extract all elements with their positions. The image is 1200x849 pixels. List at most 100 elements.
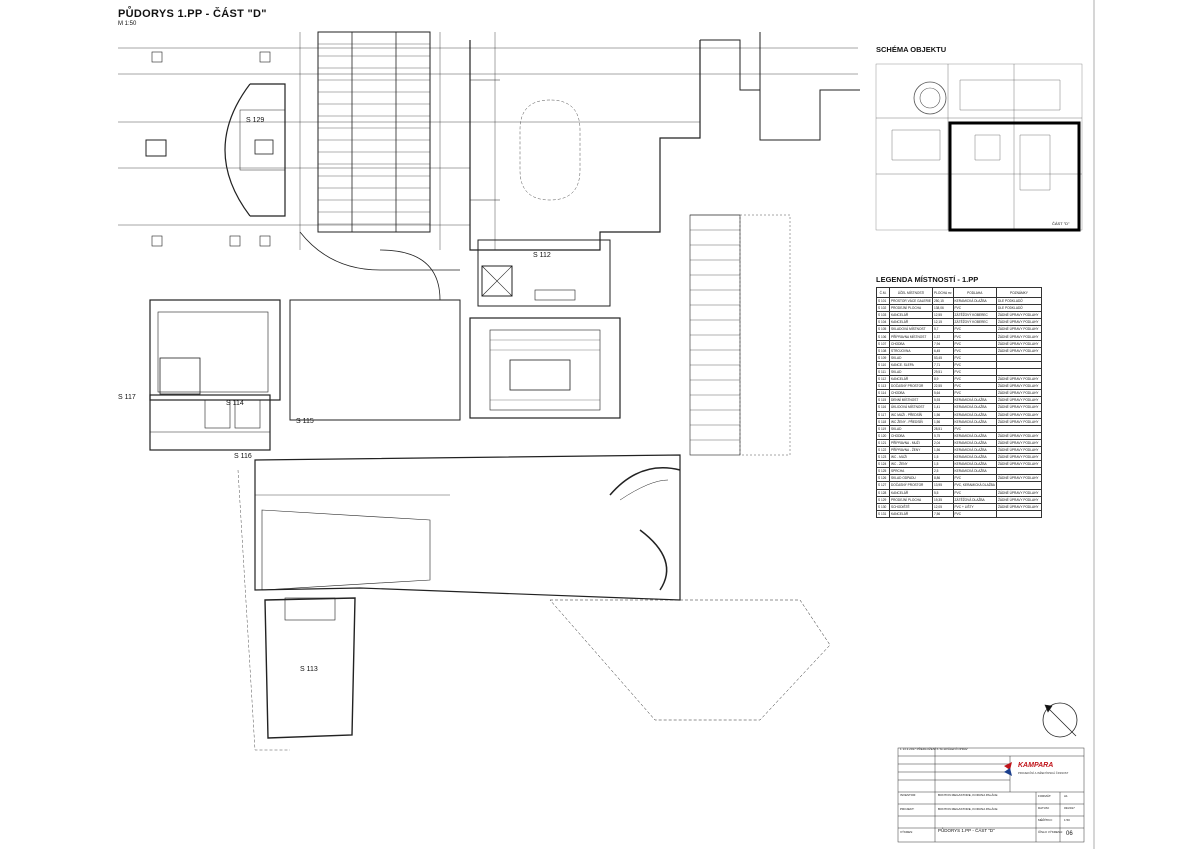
legend-cell: PRODEJNÍ PLOCHA: [889, 304, 933, 313]
legend-cell: 1,56: [932, 445, 954, 455]
legend-cell: PVC: [952, 353, 997, 362]
legend-cell: ŽÁDNÉ ÚPRAVY PODLAHY: [995, 431, 1043, 440]
legend-cell: ZÁTĚŽOVÝ KOBEREC: [952, 311, 997, 320]
legend-cell: [995, 481, 1043, 490]
legend-cell: S 120: [876, 431, 890, 440]
legend-header-cell: PODLAHA: [952, 287, 997, 298]
legend-cell: PVC: [952, 389, 997, 398]
legend-cell: SKLAD: [889, 424, 933, 433]
legend-cell: PROSTOR VÁCE GALERIE: [889, 296, 933, 306]
legend-cell: SCHODIŠTĚ: [889, 502, 933, 511]
revision-note: 1 13.3.2017 PŘEDLOŽENÍ K SCHVÁLENÍ OPRAV: [900, 747, 968, 751]
legend-cell: 1,41: [932, 403, 954, 412]
legend-cell: KERAMICKÁ DLAŽBA: [952, 296, 997, 306]
legend-cell: 28,51: [932, 424, 954, 433]
legend-header-cell: ÚČEL MÍSTNOSTI: [889, 287, 933, 298]
legend-cell: 5,93: [932, 396, 954, 405]
legend-cell: ŽÁDNÉ ÚPRAVY PODLAHY: [995, 332, 1043, 341]
legend-cell: PŘÍPRAVNA - MUŽI: [889, 438, 933, 447]
legend-cell: 7,71: [932, 360, 954, 369]
legend-cell: PVC: [952, 360, 997, 369]
legend-header-cell: POZNÁMKY: [995, 287, 1043, 298]
schema-part-label: ČÁST "D": [1052, 221, 1070, 226]
legend-cell: 19,35: [932, 495, 954, 504]
legend-cell: S 117: [876, 410, 890, 419]
legend-cell: SPRCHA: [889, 467, 933, 476]
legend-cell: KERAMICKÁ DLAŽBA: [952, 396, 997, 405]
investor-label: INVESTOR:: [900, 793, 917, 797]
legend-cell: PVC: [952, 424, 997, 433]
legend-cell: 1,5: [932, 460, 954, 469]
legend-cell: PRODEJNÍ PLOCHA: [889, 495, 933, 504]
legend-cell: PVC, KERAMICKÁ DLAŽBA: [952, 481, 997, 490]
legend-cell: 5,75: [932, 431, 954, 440]
sheet-label: ČÍSLO VÝKRESU:: [1038, 830, 1064, 834]
legend-cell: ŽÁDNÉ ÚPRAVY PODLAHY: [995, 325, 1043, 334]
legend-cell: [995, 360, 1043, 369]
legend-cell: 250,15: [932, 296, 954, 306]
legend-cell: PVC: [952, 304, 997, 313]
drawing-name-label: VÝKRES:: [900, 830, 914, 834]
legend-cell: KERAMICKÁ DLAŽBA: [952, 460, 997, 469]
legend-cell: S 121: [876, 438, 890, 447]
legend-cell: DENNÍ MÍSTNOST: [889, 396, 933, 405]
legend-cell: KERAMICKÁ DLAŽBA: [952, 453, 997, 462]
legend-cell: S 125: [876, 467, 890, 476]
legend-cell: CHODBA: [889, 339, 933, 348]
sheet-number: 06: [1066, 831, 1073, 837]
room-label-s129: S 129: [246, 117, 265, 124]
legend-cell: S 127: [876, 481, 890, 490]
legend-cell: S 118: [876, 417, 890, 426]
legend-cell: KERAMICKÁ DLAŽBA: [952, 467, 997, 476]
legend-cell: ŽÁDNÉ ÚPRAVY PODLAHY: [995, 417, 1043, 426]
legend-cell: KANCELÁŘ: [889, 311, 933, 320]
legend-cell: 53,45: [932, 353, 954, 362]
format-value: A1: [1064, 794, 1068, 798]
legend-cell: DOČASNÝ PROSTOR: [889, 382, 933, 391]
date-value: 03/2017: [1064, 806, 1075, 810]
legend-cell: S 119: [876, 424, 890, 433]
legend-cell: S 112: [876, 375, 890, 384]
legend-cell: 7,94: [932, 339, 954, 348]
legend-cell: 12,05: [932, 502, 954, 511]
legend-cell: KERAMICKÁ DLAŽBA: [952, 445, 997, 455]
legend-cell: ŽÁDNÉ ÚPRAVY PODLAHY: [995, 488, 1043, 497]
legend-cell: ŽÁDNÉ ÚPRAVY PODLAHY: [995, 495, 1043, 504]
title-block: 1 13.3.2017 PŘEDLOŽENÍ K SCHVÁLENÍ OPRAV…: [898, 746, 1084, 842]
room-label-s114: S 114: [226, 400, 244, 407]
legend-cell: S 111: [876, 367, 890, 377]
legend-cell: S 113: [876, 382, 890, 391]
legend-cell: S 129: [876, 495, 890, 504]
legend-cell: 2,5: [932, 467, 954, 476]
room-label-s112: S 112: [533, 252, 551, 259]
legend-cell: [995, 367, 1043, 377]
legend-cell: SKLAD: [889, 367, 933, 377]
legend-cell: S 123: [876, 453, 890, 462]
legend-cell: S 115: [876, 396, 890, 405]
legend-header-row: Č.M. ÚČEL MÍSTNOSTI PLOCHA m² PODLAHA PO…: [876, 287, 1043, 298]
legend-cell: ŽÁDNÉ ÚPRAVY PODLAHY: [995, 460, 1043, 469]
investor-value: BONTON MEGASTORE, KORUNA PALÁCE: [938, 793, 998, 797]
legend-cell: PŘÍPRAVNA - ŽENY: [889, 445, 933, 455]
legend-cell: [995, 509, 1043, 518]
schema-title: SCHÉMA OBJEKTU: [876, 45, 947, 54]
legend-cell: WC - ŽENY: [889, 460, 933, 469]
legend-cell: ŽÁDNÉ ÚPRAVY PODLAHY: [995, 396, 1043, 405]
legend-cell: S 106: [876, 332, 890, 341]
legend-cell: SKLAD: [889, 353, 933, 362]
legend-cell: ŽÁDNÉ ÚPRAVY PODLAHY: [995, 445, 1043, 455]
legend-cell: 8,86: [932, 474, 954, 483]
